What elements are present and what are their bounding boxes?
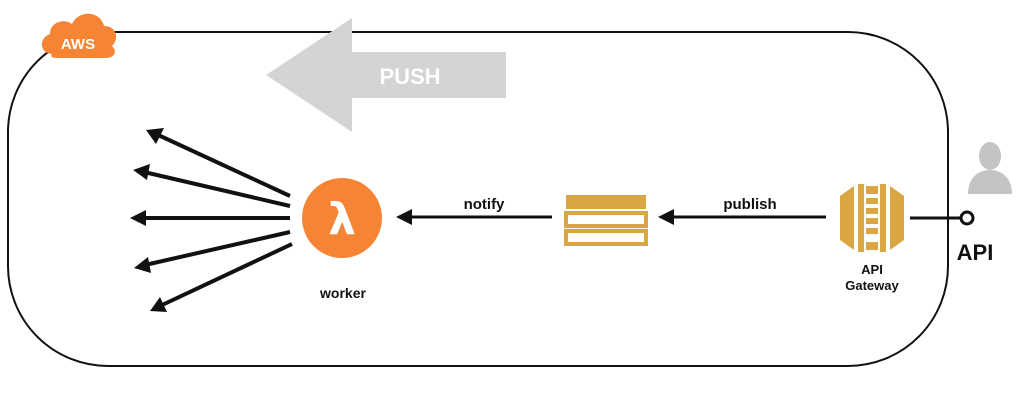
push-label: PUSH [379, 64, 440, 89]
fanout-arrow-2 [143, 170, 291, 208]
notify-edge: notify [396, 196, 552, 225]
aws-cloud-icon: AWS [41, 13, 117, 58]
fanout-arrow-1 [155, 132, 291, 198]
api-gateway-icon [840, 184, 904, 252]
worker-label: worker [319, 285, 366, 301]
fanout-arrowhead-3 [130, 210, 146, 226]
api-gateway-label-line2: Gateway [845, 278, 899, 293]
publish-label: publish [723, 196, 776, 213]
lambda-symbol: λ [328, 194, 356, 245]
user-icon [968, 142, 1012, 194]
fanout-arrowhead-2 [133, 164, 150, 180]
fanout-arrow-4 [144, 230, 291, 267]
lambda-icon [302, 178, 382, 258]
api-endpoint-label: API [957, 240, 994, 265]
queue-icon [564, 195, 648, 246]
api-endpoint: API [910, 210, 994, 265]
fanout-arrow-5 [159, 242, 293, 308]
aws-cloud-boundary [7, 31, 949, 367]
aws-badge-label: AWS [61, 36, 95, 53]
publish-edge: publish [658, 196, 826, 225]
fanout-arrows [130, 128, 293, 312]
fanout-arrowhead-4 [134, 257, 151, 273]
lambda-worker: λ worker [302, 178, 382, 301]
api-gateway: API Gateway [840, 184, 904, 293]
fanout-arrowhead-1 [146, 128, 164, 144]
fanout-arrowhead-5 [150, 297, 167, 312]
notify-label: notify [464, 196, 505, 213]
push-arrow: PUSH [266, 18, 506, 132]
api-endpoint-port [959, 210, 975, 226]
api-gateway-label-line1: API [861, 262, 883, 277]
